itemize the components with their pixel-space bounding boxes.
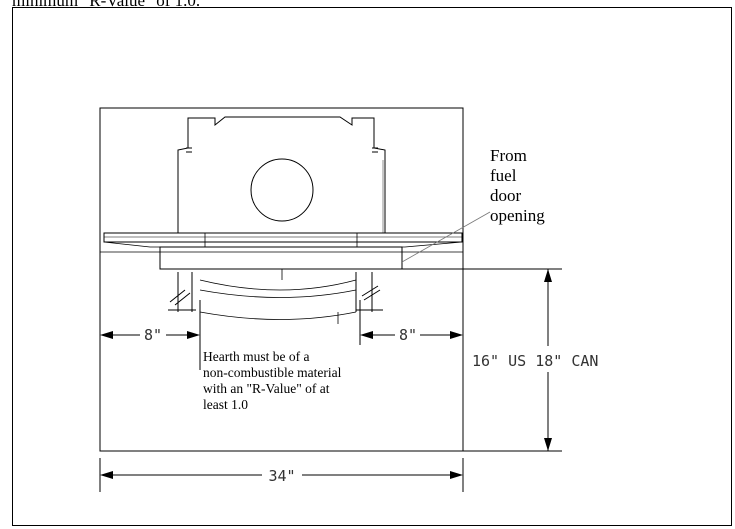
note-line: Hearth must be of a (203, 349, 310, 364)
note-line: with an "R-Value" of at (203, 381, 330, 396)
dim-left-label: 8" (144, 326, 162, 344)
hearth-note: Hearth must be of a non-combustible mate… (203, 349, 438, 413)
callout-leader (401, 211, 491, 263)
dim-width-label: 34" (268, 467, 295, 485)
note-line: non-combustible material (203, 365, 342, 380)
flue-outlet (250, 158, 314, 222)
callout-line: fuel (490, 166, 517, 185)
callout-line: opening (490, 206, 545, 225)
callout-text: From fuel door opening (490, 146, 545, 226)
header-text-clipped: minimum "R-Value" of 1.0. (12, 0, 201, 10)
diagram-frame (12, 7, 732, 526)
dim-right-label: 8" (399, 326, 417, 344)
stove-base (159, 246, 403, 270)
callout-line: door (490, 186, 522, 205)
stove-body (177, 116, 386, 233)
stove-ledge (103, 232, 463, 243)
note-line: least 1.0 (203, 397, 248, 412)
dim-front-label: 16" US 18" CAN (472, 352, 598, 370)
callout-line: From (490, 146, 527, 165)
